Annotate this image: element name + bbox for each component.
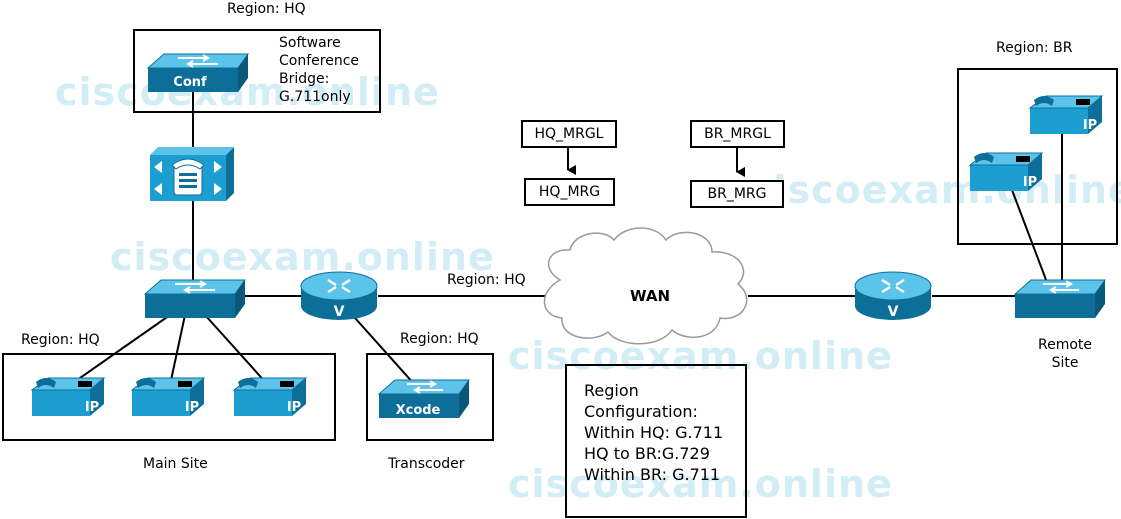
main-site-phones-box — [2, 353, 336, 441]
region-br-label: Region: BR — [996, 40, 1073, 56]
call-manager-icon — [150, 147, 234, 201]
cfb-line-4: G.711only — [279, 89, 351, 105]
link-switch-phone-3 — [204, 314, 269, 386]
conf-label: Conf — [173, 75, 207, 90]
ip-phone-icon: IP — [232, 377, 308, 416]
cfb-line-2: Conference — [279, 53, 360, 69]
xcode-label: Xcode — [396, 403, 441, 418]
transcoder-box — [366, 353, 494, 441]
phone-ip-label: IP — [85, 400, 99, 415]
region-config-within-hq: Within HQ: G.711 — [584, 423, 724, 442]
conf-switch-icon — [146, 53, 249, 92]
remote-site-line-1: Remote — [1038, 337, 1093, 353]
region-config-title-1: Region — [584, 381, 639, 400]
ip-phone-icon: IP — [30, 377, 106, 416]
cfb-line-1: Software — [279, 35, 341, 51]
link-switch-br-phone-1 — [1011, 189, 1049, 286]
remote-site-phones-box — [957, 68, 1118, 245]
watermark-2: ciscoexam.online — [110, 235, 495, 279]
br-mrg-box: BR_MRG — [690, 180, 784, 208]
links — [69, 90, 1063, 386]
phone-ip-label: IP — [1023, 175, 1037, 190]
watermark-3: ciscoexam.online — [750, 168, 1121, 212]
ip-phone-icon: IP — [968, 152, 1044, 191]
hq-mrg-box: HQ_MRG — [524, 178, 615, 206]
br-router-icon: V — [854, 271, 932, 320]
hq-router-icon: V — [300, 271, 378, 320]
ip-phone-icon: IP — [1028, 95, 1104, 134]
main-site-label: Main Site — [143, 456, 208, 472]
phone-ip-label: IP — [1083, 118, 1097, 133]
phone-ip-label: IP — [185, 400, 199, 415]
conference-bridge-box — [133, 29, 381, 113]
region-hq-label-top: Region: HQ — [227, 1, 306, 17]
conference-bridge-description: Software Conference Bridge: G.711only — [279, 34, 379, 106]
region-configuration-text: Region Configuration: Within HQ: G.711 H… — [584, 380, 744, 485]
link-router-hq-xcode — [354, 317, 416, 386]
br-router-label: V — [888, 304, 899, 320]
link-switch-phone-1 — [69, 314, 171, 386]
phone-ip-label: IP — [287, 400, 301, 415]
br-switch-icon — [1013, 279, 1106, 318]
br-mrgl-box: BR_MRGL — [690, 120, 785, 148]
region-hq-label-transcoder: Region: HQ — [400, 331, 479, 347]
xcode-switch-icon — [377, 379, 470, 418]
cfb-line-3: Bridge: — [279, 71, 330, 87]
wan-label: WAN — [630, 287, 670, 305]
region-config-hq-to-br: HQ to BR:G.729 — [584, 444, 710, 463]
hq-switch-icon — [143, 279, 246, 318]
watermark-5: ciscoexam.online — [508, 462, 893, 506]
remote-site-label: Remote Site — [1038, 336, 1092, 372]
region-hq-label-phones: Region: HQ — [21, 332, 100, 348]
remote-site-line-2: Site — [1051, 355, 1079, 371]
wan-cloud-icon — [543, 227, 748, 345]
ip-phone-icon: IP — [130, 377, 206, 416]
region-config-title-2: Configuration: — [584, 402, 698, 421]
region-config-within-br: Within BR: G.711 — [584, 465, 721, 484]
region-configuration-box — [565, 364, 747, 518]
hq-mrgl-box: HQ_MRGL — [521, 120, 617, 148]
hq-router-label: V — [334, 304, 345, 320]
watermark-4: ciscoexam.online — [508, 334, 893, 378]
link-switch-phone-2 — [169, 314, 186, 386]
region-hq-label-wan: Region: HQ — [447, 272, 526, 288]
transcoder-label: Transcoder — [388, 456, 465, 472]
